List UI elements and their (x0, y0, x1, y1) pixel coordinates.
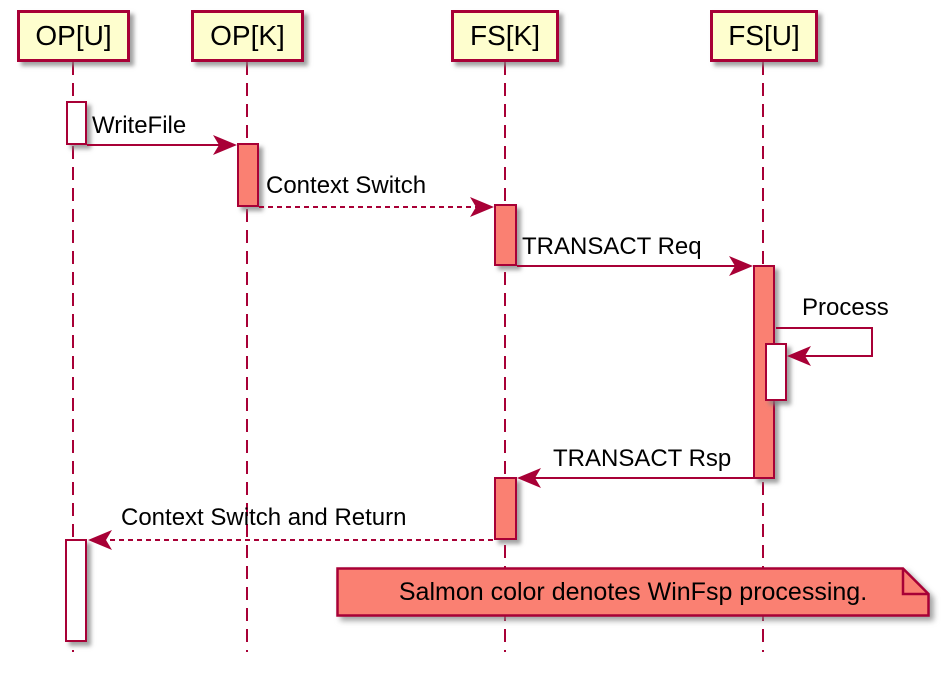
arrow-left-icon (517, 468, 543, 488)
message-line-context-switch (259, 206, 490, 208)
activation-fs-u-process (765, 343, 787, 401)
message-line-transact-rsp (521, 477, 753, 479)
participant-box-op-u: OP[U] (17, 10, 130, 62)
message-label-context-switch: Context Switch (266, 172, 427, 199)
arrow-right-icon (727, 256, 753, 276)
message-line-transact-req (517, 265, 749, 267)
message-line-writefile (87, 144, 233, 146)
arrow-right-icon (468, 197, 494, 217)
lifeline-op-k (246, 62, 248, 652)
activation-fs-k-response (494, 477, 517, 540)
participant-box-fs-k: FS[K] (451, 10, 559, 62)
arrow-right-icon (211, 135, 237, 155)
message-label-transact-req: TRANSACT Req (522, 233, 702, 260)
activation-op-k (237, 143, 259, 207)
arrow-left-icon (88, 530, 114, 550)
activation-fs-k-request (494, 204, 517, 266)
note: Salmon color denotes WinFsp processing. (336, 567, 930, 617)
lifeline-op-u (72, 62, 74, 652)
note-text: Salmon color denotes WinFsp processing. (398, 577, 868, 606)
activation-op-u-start (66, 101, 87, 145)
participant-label-op-k: OP[K] (210, 20, 285, 51)
participant-label-op-u: OP[U] (35, 20, 112, 51)
message-line-process-top (776, 327, 873, 329)
message-line-process-side (871, 327, 873, 357)
note-shape (336, 567, 930, 617)
arrow-left-icon (787, 346, 813, 366)
participant-label-fs-u: FS[U] (728, 20, 800, 51)
message-line-process-bottom (793, 355, 873, 357)
message-label-process: Process (802, 294, 889, 321)
participant-label-fs-k: FS[K] (469, 20, 540, 51)
message-label-writefile: WriteFile (92, 112, 187, 139)
message-label-context-switch-return: Context Switch and Return (121, 504, 407, 531)
lifeline-fs-k (504, 62, 506, 652)
participant-box-op-k: OP[K] (191, 10, 304, 62)
message-line-context-switch-return (92, 539, 494, 541)
activation-op-u-end (65, 539, 87, 642)
message-label-transact-rsp: TRANSACT Rsp (553, 445, 732, 472)
participant-box-fs-u: FS[U] (710, 10, 818, 62)
